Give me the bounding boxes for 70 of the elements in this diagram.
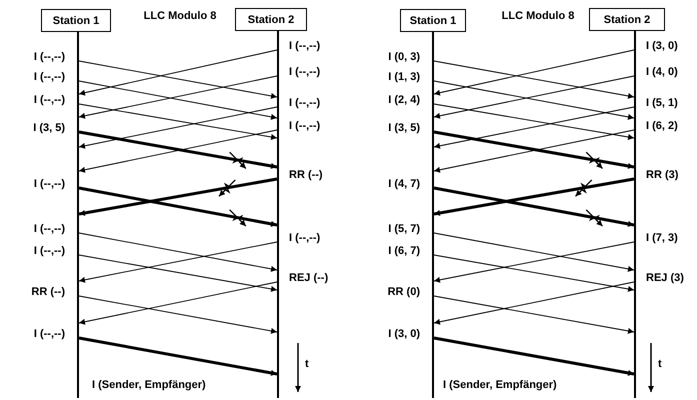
lifeline [634, 31, 636, 398]
frame-label: I (--,--) [34, 94, 65, 107]
time-label: t [658, 358, 662, 371]
message-arrow [78, 50, 278, 96]
station-box: Station 1 [41, 9, 111, 32]
message-arrow [434, 254, 634, 292]
frame-label: I (7, 3) [646, 232, 678, 245]
notation-note: I (Sender, Empfänger) [443, 379, 557, 392]
frame-label: I (4, 0) [646, 66, 678, 79]
message-arrow [434, 242, 634, 283]
message-arrow [434, 296, 634, 334]
frame-label: RR (3) [646, 169, 678, 182]
frame-label: I (5, 1) [646, 97, 678, 110]
frame-label: RR (0) [388, 286, 420, 299]
frame-label: I (1, 3) [388, 71, 420, 84]
frame-label: I (3, 5) [33, 122, 65, 135]
message-arrow [434, 178, 634, 216]
message-arrow [434, 106, 634, 149]
frame-label: I (--,--) [289, 40, 320, 53]
message-arrow [78, 186, 278, 227]
frame-label: I (--,--) [34, 245, 65, 258]
station-box: Station 1 [400, 9, 466, 32]
frame-label: I (6, 2) [646, 120, 678, 133]
frame-label: I (4, 7) [388, 178, 420, 191]
frame-label: I (--,--) [289, 232, 320, 245]
frame-label: I (--,--) [34, 51, 65, 64]
message-arrow [434, 50, 634, 96]
message-arrow [78, 104, 278, 140]
message-arrow [434, 282, 634, 325]
station-box: Station 2 [235, 8, 307, 31]
lifeline [77, 32, 79, 398]
frame-label: REJ (3) [646, 272, 684, 285]
message-arrow [434, 336, 634, 376]
frame-label: I (--,--) [289, 97, 320, 110]
frame-label: I (3, 5) [388, 122, 420, 135]
message-arrow [78, 106, 278, 149]
frame-label: I (--,--) [34, 328, 65, 341]
message-arrow [78, 282, 278, 325]
frame-label: I (6, 7) [388, 245, 420, 258]
frame-label: I (0, 3) [388, 51, 420, 64]
message-arrow [78, 336, 278, 376]
frame-label: I (--,--) [34, 71, 65, 84]
message-arrow [78, 242, 278, 283]
message-arrow [434, 104, 634, 140]
frame-label: I (3, 0) [388, 328, 420, 341]
message-arrow [434, 232, 634, 272]
station-box: Station 2 [589, 8, 665, 31]
frame-label: I (--,--) [34, 178, 65, 191]
message-arrow [434, 186, 634, 227]
message-arrow [78, 60, 278, 99]
frame-label: RR (--) [289, 169, 323, 182]
protocol-title: LLC Modulo 8 [500, 10, 576, 23]
frame-label: I (--,--) [289, 66, 320, 79]
frame-label: I (3, 0) [646, 40, 678, 53]
message-arrow [78, 296, 278, 334]
frame-label: I (5, 7) [388, 223, 420, 236]
message-arrow [78, 232, 278, 272]
frame-label: I (2, 4) [388, 94, 420, 107]
protocol-title: LLC Modulo 8 [142, 10, 218, 23]
lifeline [277, 31, 279, 398]
message-arrow [78, 254, 278, 292]
lifeline [432, 32, 434, 398]
frame-label: REJ (--) [289, 272, 328, 285]
time-label: t [305, 358, 309, 371]
frame-label: RR (--) [31, 286, 65, 299]
message-arrow [434, 60, 634, 99]
message-arrow [78, 178, 278, 216]
notation-note: I (Sender, Empfänger) [92, 379, 206, 392]
frame-label: I (--,--) [34, 223, 65, 236]
frame-label: I (--,--) [289, 120, 320, 133]
